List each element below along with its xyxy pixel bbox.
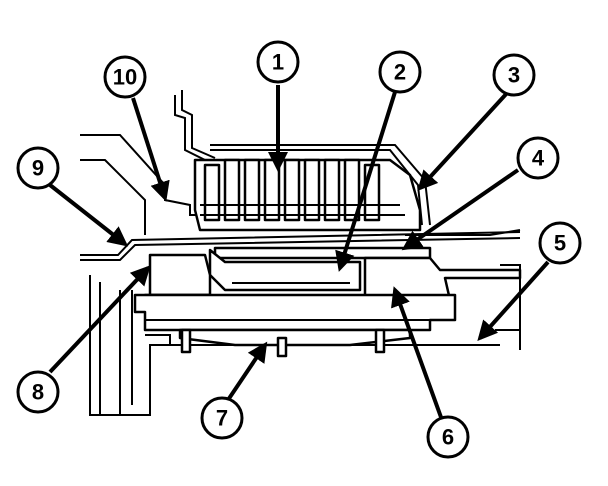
callout-2-label: 2 (394, 60, 406, 85)
left-block (143, 253, 212, 302)
leader-lines (48, 85, 550, 421)
callout-9-label: 9 (32, 156, 44, 181)
callout-2: 2 (378, 50, 422, 94)
core-fins (203, 158, 381, 222)
bottom-plate (178, 328, 412, 358)
callout-3: 3 (492, 53, 536, 97)
callout-7: 7 (200, 396, 244, 440)
callout-10-label: 10 (113, 65, 137, 90)
callout-10: 10 (103, 55, 147, 99)
callout-6: 6 (426, 415, 470, 459)
callout-8: 8 (16, 370, 60, 414)
callout-4-label: 4 (532, 146, 545, 171)
seal-strip (213, 246, 432, 260)
base-plate (133, 293, 457, 332)
callout-1-label: 1 (272, 50, 284, 75)
callout-3-label: 3 (508, 63, 520, 88)
callout-1: 1 (256, 40, 300, 84)
callout-8-label: 8 (32, 380, 44, 405)
callout-4: 4 (516, 136, 560, 180)
callout-5: 5 (538, 221, 582, 265)
callout-6-label: 6 (442, 425, 454, 450)
right-block (363, 256, 522, 302)
upper-duct (80, 134, 521, 261)
callout-7-label: 7 (216, 406, 228, 431)
callout-9: 9 (16, 146, 60, 190)
callout-5-label: 5 (554, 231, 566, 256)
core-assembly (174, 90, 431, 232)
